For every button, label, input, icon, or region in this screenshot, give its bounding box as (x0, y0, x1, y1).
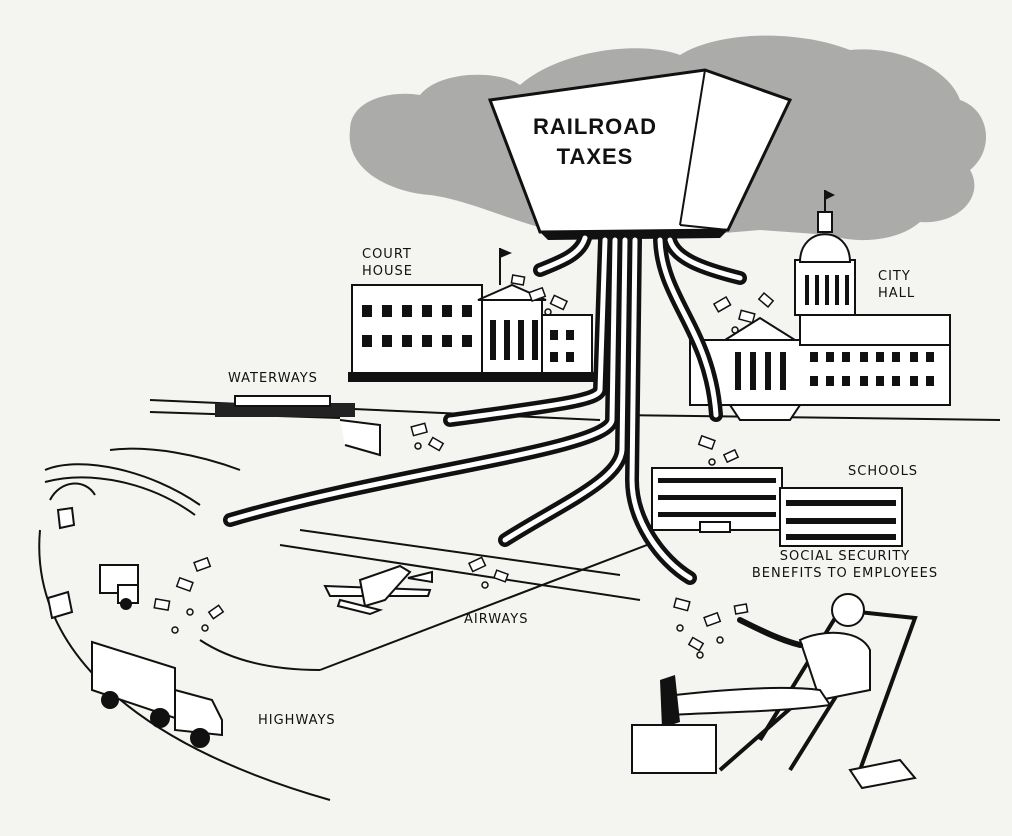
social-security-label: SOCIAL SECURITY BENEFITS TO EMPLOYEES (751, 549, 939, 581)
hopper-title-line-1: RAILROAD (532, 114, 658, 139)
small-truck (99, 564, 139, 610)
airways-label: AIRWAYS (464, 612, 529, 627)
truck (91, 640, 223, 748)
city-hall-label: CITY HALL (878, 269, 916, 301)
car (46, 506, 76, 620)
tax-pipes (223, 231, 747, 585)
hopper-title-line-2: TAXES (556, 144, 634, 169)
schools-building (651, 467, 903, 547)
city-hall-building (689, 190, 951, 421)
man-in-deck-chair (631, 593, 918, 790)
airplane (323, 564, 433, 616)
bridge (44, 447, 241, 516)
highways-label: HIGHWAYS (258, 713, 336, 728)
coins (171, 308, 739, 659)
waterways-label: WATERWAYS (228, 371, 318, 386)
barge (215, 395, 381, 457)
schools-label: SCHOOLS (848, 464, 919, 479)
court-house-building (348, 248, 598, 382)
hopper-title: RAILROAD TAXES (520, 112, 670, 172)
falling-money (153, 274, 775, 652)
court-house-label: COURT HOUSE (362, 247, 413, 279)
